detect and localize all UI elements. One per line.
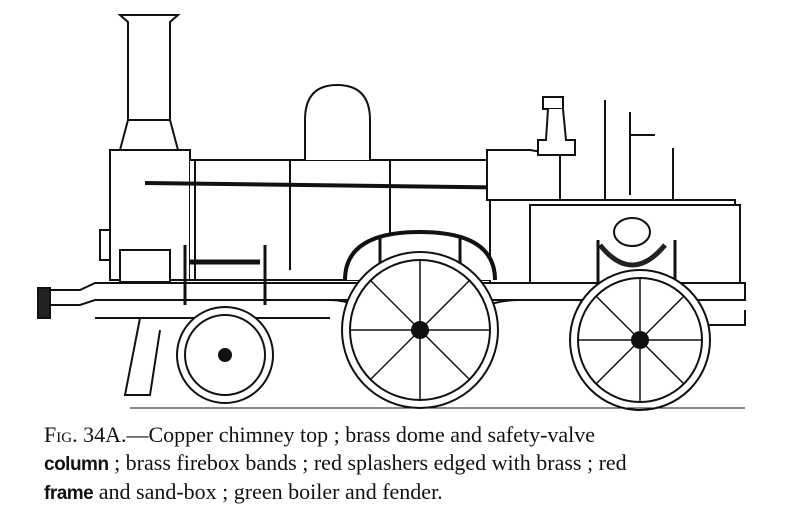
chimney	[117, 14, 181, 151]
figure-label: Fig. 34A.	[44, 422, 127, 447]
safety-valve	[537, 96, 674, 200]
caption-text: frame	[44, 483, 94, 504]
driving-wheel	[341, 251, 499, 409]
trailing-wheel	[569, 269, 711, 411]
caption-text: ; brass firebox bands ; red splashers ed…	[108, 449, 627, 475]
locomotive-illustration	[37, 14, 746, 411]
leading-wheel	[176, 306, 274, 404]
figure-caption: Fig. 34A.—Copper chimney top ; brass dom…	[44, 421, 774, 508]
caption-text: and sand-box ; green boiler and fender.	[93, 479, 443, 504]
firebox-and-tank	[486, 149, 741, 291]
caption-line-1: Fig. 34A.—Copper chimney top ; brass dom…	[44, 421, 774, 449]
dome	[304, 83, 371, 160]
caption-line-3: frame and sand-box ; green boiler and fe…	[44, 478, 774, 508]
caption-text: —Copper chimney top ; brass dome and saf…	[126, 422, 596, 447]
caption-line-2: column ; brass firebox bands ; red splas…	[44, 449, 774, 479]
caption-text: column	[44, 453, 109, 475]
